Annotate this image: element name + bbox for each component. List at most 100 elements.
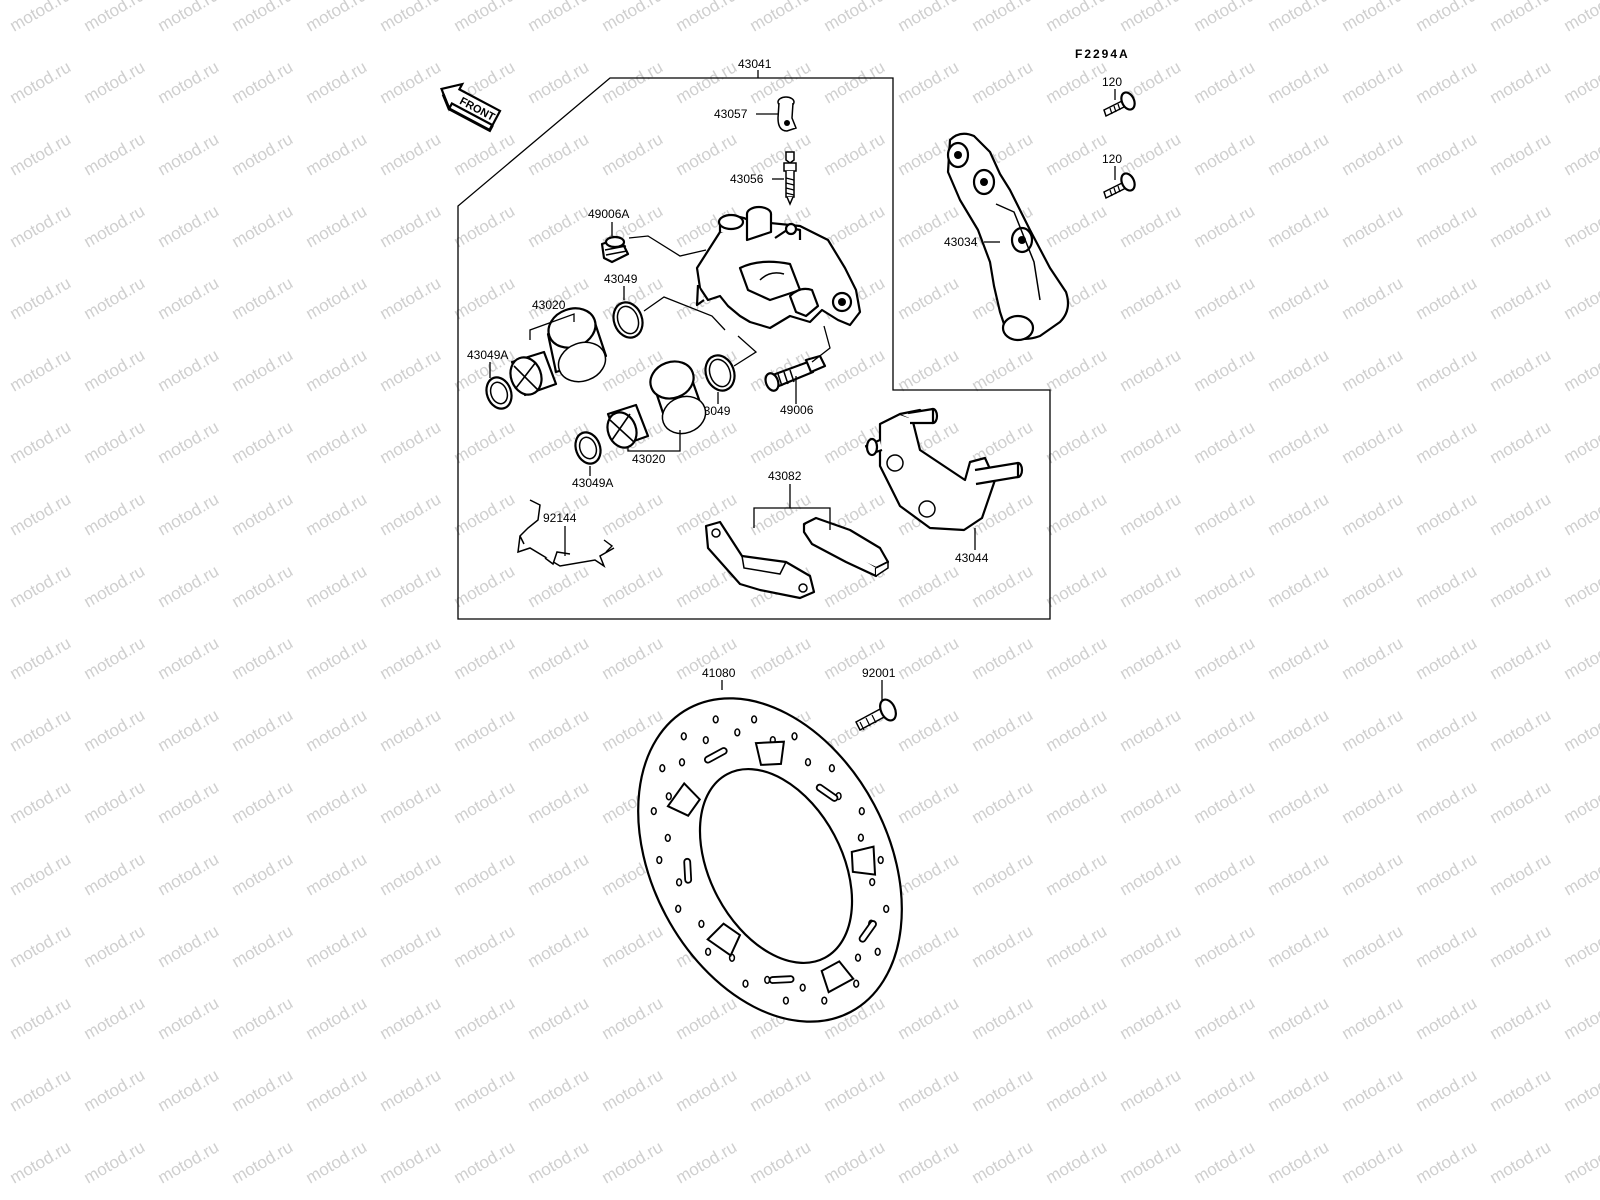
caliper-body [695, 205, 862, 330]
watermark-text: motod.ru [1191, 345, 1259, 395]
watermark-text: motod.ru [1043, 0, 1111, 35]
drill-hole [702, 735, 709, 745]
watermark-text: motod.ru [7, 849, 75, 899]
carrier-slot [850, 845, 877, 876]
label-43044: 43044 [955, 551, 989, 565]
watermark-text: motod.ru [7, 1137, 75, 1187]
drill-hole [857, 833, 865, 842]
watermark-text: motod.ru [1117, 849, 1185, 899]
watermark-text: motod.ru [895, 1137, 963, 1187]
watermark-text: motod.ru [81, 489, 149, 539]
watermark-text: motod.ru [229, 561, 297, 611]
watermark-text: motod.ru [81, 921, 149, 971]
watermark-text: motod.ru [1561, 993, 1600, 1043]
watermark-text: motod.ru [377, 489, 445, 539]
drill-hole [877, 855, 884, 865]
watermark-text: motod.ru [1561, 0, 1600, 35]
watermark-text: motod.ru [81, 417, 149, 467]
watermark-text: motod.ru [1413, 849, 1481, 899]
watermark-text: motod.ru [1487, 849, 1555, 899]
watermark-text: motod.ru [599, 561, 667, 611]
watermark-text: motod.ru [1339, 1137, 1407, 1187]
watermark-text: motod.ru [1191, 489, 1259, 539]
watermark-text: motod.ru [451, 705, 519, 755]
watermark-text: motod.ru [1191, 1137, 1259, 1187]
watermark-text: motod.ru [7, 0, 75, 35]
watermark-text: motod.ru [599, 489, 667, 539]
watermark-text: motod.ru [229, 921, 297, 971]
watermark-text: motod.ru [303, 1065, 371, 1115]
watermark-text: motod.ru [1043, 201, 1111, 251]
watermark-text: motod.ru [1561, 417, 1600, 467]
watermark-text: motod.ru [1487, 921, 1555, 971]
watermark-text: motod.ru [81, 849, 149, 899]
drill-hole [712, 715, 719, 724]
watermark-text: motod.ru [1487, 1137, 1555, 1187]
watermark-text: motod.ru [1487, 489, 1555, 539]
watermark-text: motod.ru [1117, 561, 1185, 611]
watermark-text: motod.ru [155, 0, 223, 35]
leader-49006-to-body [811, 325, 831, 363]
watermark-text: motod.ru [451, 993, 519, 1043]
watermark-text: motod.ru [1413, 705, 1481, 755]
watermark-text: motod.ru [1413, 129, 1481, 179]
watermark-text: motod.ru [1561, 273, 1600, 323]
watermark-text: motod.ru [895, 561, 963, 611]
watermark-text: motod.ru [1191, 129, 1259, 179]
bolt-120-upper [1103, 91, 1136, 118]
watermark-text: motod.ru [81, 705, 149, 755]
watermark-text: motod.ru [303, 777, 371, 827]
label-43049-upper: 43049 [604, 272, 638, 286]
watermark-text: motod.ru [81, 57, 149, 107]
watermark-text: motod.ru [1117, 345, 1185, 395]
watermark-text: motod.ru [525, 633, 593, 683]
brake-disc-41080 [637, 697, 903, 1023]
boot-49006A [600, 235, 630, 264]
watermark-text: motod.ru [7, 633, 75, 683]
carrier-slot-narrow [683, 857, 693, 884]
watermark-text: motod.ru [229, 1137, 297, 1187]
watermark-text: motod.ru [969, 561, 1037, 611]
watermark-text: motod.ru [821, 1065, 889, 1115]
drill-hole [698, 919, 705, 929]
label-43082: 43082 [768, 469, 802, 483]
insulator-43020-lower [606, 403, 650, 449]
watermark-text: motod.ru [1339, 0, 1407, 35]
watermark-text: motod.ru [1413, 273, 1481, 323]
watermark-text: motod.ru [1339, 489, 1407, 539]
drill-hole [854, 953, 862, 962]
watermark-text: motod.ru [895, 849, 963, 899]
watermark-text: motod.ru [1413, 345, 1481, 395]
watermark-text: motod.ru [821, 345, 889, 395]
watermark-text: motod.ru [1487, 0, 1555, 35]
watermark-text: motod.ru [1265, 1137, 1333, 1187]
watermark-text: motod.ru [599, 129, 667, 179]
drill-hole [650, 806, 657, 816]
watermark-text: motod.ru [1043, 417, 1111, 467]
watermark-text: motod.ru [1117, 417, 1185, 467]
drill-hole [804, 758, 812, 767]
label-43049A-upper: 43049A [467, 348, 508, 362]
disc-bolt-92001 [855, 698, 897, 732]
watermark-text: motod.ru [525, 201, 593, 251]
watermark-text: motod.ru [81, 1137, 149, 1187]
watermark-text: motod.ru [303, 57, 371, 107]
watermark-text: motod.ru [1339, 201, 1407, 251]
watermark-text: motod.ru [1191, 0, 1259, 35]
watermark-text: motod.ru [1043, 1065, 1111, 1115]
seal-43049-upper [612, 301, 644, 339]
label-43056: 43056 [730, 172, 764, 186]
watermark-text: motod.ru [229, 633, 297, 683]
watermark-text: motod.ru [1339, 345, 1407, 395]
watermark-text: motod.ru [599, 57, 667, 107]
watermark-text: motod.ru [451, 633, 519, 683]
spring-clip-92144 [517, 499, 615, 568]
watermark-text: motod.ru [1561, 561, 1600, 611]
watermark-text: motod.ru [229, 849, 297, 899]
watermark-text: motod.ru [969, 777, 1037, 827]
dust-seal-43049A-lower [574, 431, 602, 465]
watermark-text: motod.ru [1339, 273, 1407, 323]
watermark-text: motod.ru [1561, 1065, 1600, 1115]
watermark-text: motod.ru [81, 777, 149, 827]
